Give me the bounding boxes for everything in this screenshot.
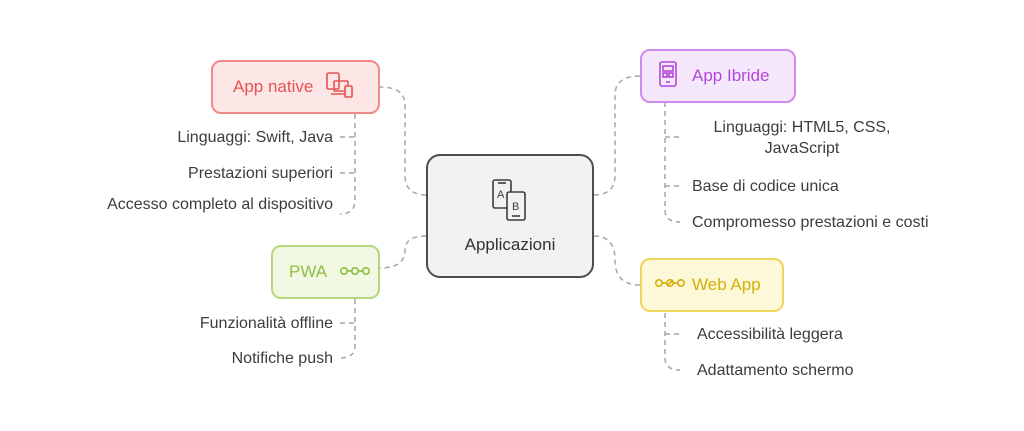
- link-hybrid-trunk: [664, 102, 681, 223]
- pwa-title: PWA: [289, 262, 328, 281]
- web-app-title: Web App: [692, 275, 761, 294]
- svg-text:A: A: [497, 189, 505, 201]
- native-item-device-access: Accesso completo al dispositivo: [107, 196, 333, 213]
- tablet-app-icon: [658, 60, 678, 93]
- ab-test-devices-icon: A B: [491, 178, 529, 227]
- link-dots-icon: [339, 262, 371, 282]
- app-ibride-title: App Ibride: [692, 66, 770, 85]
- native-item-performance: Prestazioni superiori: [188, 165, 333, 182]
- node-app-native[interactable]: App native: [211, 60, 380, 114]
- node-pwa[interactable]: PWA: [271, 245, 380, 299]
- hybrid-item-languages: Linguaggi: HTML5, CSS, JavaScript: [713, 119, 891, 157]
- pwa-item-push: Notifiche push: [231, 350, 333, 367]
- hybrid-item-tradeoff: Compromesso prestazioni e costi: [692, 214, 929, 231]
- connected-dots-icon: [654, 275, 686, 295]
- link-center-pwa: [379, 235, 427, 269]
- link-web-trunk: [664, 313, 681, 371]
- native-item-languages: Linguaggi: Swift, Java: [177, 129, 333, 146]
- svg-text:B: B: [512, 201, 519, 213]
- hybrid-item-codebase: Base di codice unica: [692, 178, 839, 195]
- center-title: Applicazioni: [464, 234, 556, 254]
- devices-icon: [325, 70, 355, 105]
- node-app-ibride[interactable]: App Ibride: [640, 49, 796, 103]
- link-pwa-trunk: [339, 299, 356, 359]
- link-native-trunk: [339, 114, 356, 215]
- link-center-web: [593, 235, 641, 286]
- center-node[interactable]: A B Applicazioni: [426, 154, 594, 278]
- link-center-native: [379, 86, 427, 196]
- web-item-responsive: Adattamento schermo: [697, 362, 854, 379]
- web-item-accessibility: Accessibilità leggera: [697, 326, 843, 343]
- link-center-hybrid: [593, 75, 641, 196]
- app-native-title: App native: [233, 77, 314, 96]
- pwa-item-offline: Funzionalità offline: [199, 315, 333, 332]
- node-web-app[interactable]: Web App: [640, 258, 784, 312]
